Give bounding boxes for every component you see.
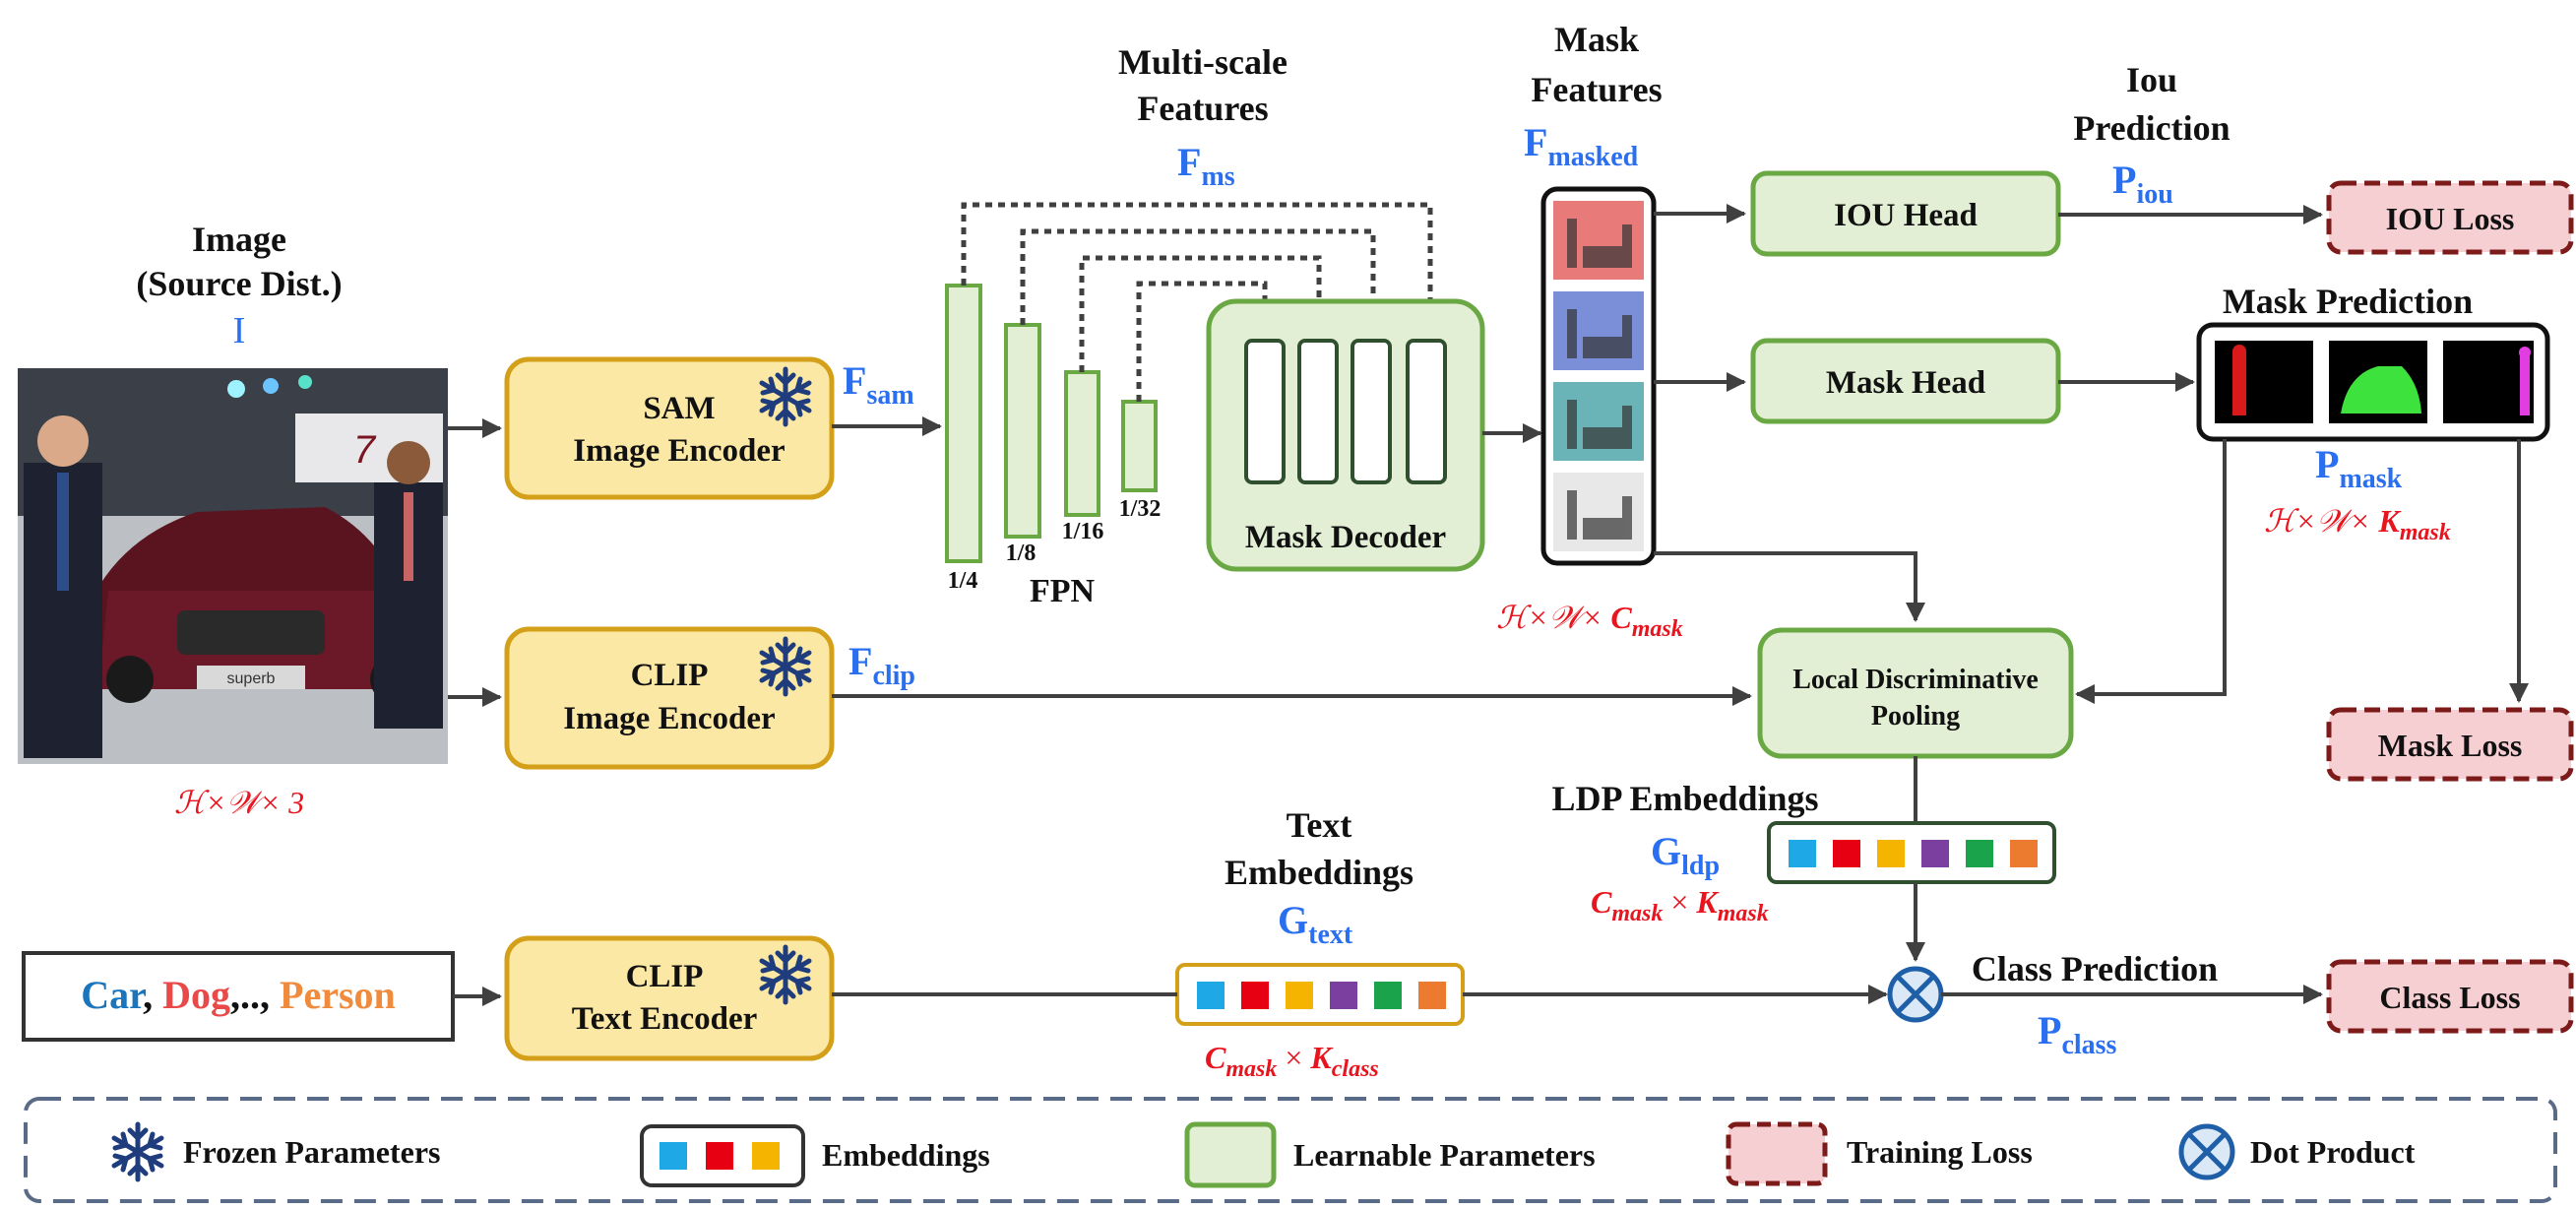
text-embeddings-title-line2: Embeddings	[1225, 853, 1414, 892]
embedding-cell	[1921, 840, 1949, 867]
mask-features-title-line2: Features	[1531, 70, 1662, 109]
mask-head-label: Mask Head	[1826, 365, 1985, 401]
fpn-scale-1-8: 1/8	[1006, 541, 1037, 566]
embedding-cell	[1197, 982, 1225, 1009]
image-title-line1: Image	[192, 220, 286, 259]
mask-prediction-panel	[2196, 322, 2550, 442]
svg-text:7: 7	[353, 428, 377, 472]
clip-image-encoder-line2: Image Encoder	[563, 701, 775, 736]
class-name-dog: Dog	[162, 973, 230, 1017]
legend: Frozen Parameters Embeddings Learnable P…	[24, 1097, 2557, 1203]
class-loss: Class Loss	[2326, 959, 2574, 1034]
mask-decoder-label: Mask Decoder	[1245, 520, 1446, 555]
image-symbol: I	[233, 310, 246, 351]
source-image-photo: 7 superb	[18, 368, 448, 764]
ms-title-line1: Multi-scale	[1118, 42, 1288, 82]
image-title-line2: (Source Dist.)	[136, 264, 342, 303]
p-class-label: Pclass	[2038, 1008, 2117, 1060]
f-sam-label: Fsam	[843, 358, 914, 411]
iou-head-label: IOU Head	[1834, 198, 1978, 233]
fpn-scale-1-16: 1/16	[1062, 519, 1104, 544]
embedding-cell	[1877, 840, 1905, 867]
iou-prediction-title-line2: Prediction	[2073, 108, 2230, 148]
photo-caption: superb	[227, 670, 276, 687]
class-loss-label: Class Loss	[2379, 980, 2520, 1015]
mask-features-title-line1: Mask	[1554, 20, 1639, 59]
ldp-embedding-vector	[1767, 821, 2056, 884]
clip-image-encoder: CLIP Image Encoder	[504, 626, 835, 770]
legend-embeddings-label: Embeddings	[822, 1137, 990, 1173]
embedding-cell	[1241, 982, 1269, 1009]
embedding-cell	[1374, 982, 1402, 1009]
mask-prediction-dims: ℋ×𝒲× Kmask	[2264, 503, 2451, 545]
iou-prediction-title-line1: Iou	[2126, 60, 2177, 99]
clip-text-encoder: CLIP Text Encoder	[504, 935, 835, 1061]
sam-encoder-line1: SAM	[643, 391, 715, 426]
fpn-scale-1-32: 1/32	[1119, 496, 1162, 522]
fpn-block	[945, 284, 1158, 563]
mask-loss-label: Mask Loss	[2378, 728, 2523, 763]
ldp-label-line2: Pooling	[1871, 701, 1960, 732]
class-name-car: Car	[81, 973, 146, 1017]
dot-product-node	[1887, 966, 1944, 1023]
f-masked-label: Fmasked	[1524, 120, 1639, 172]
fpn-scale-1-4: 1/4	[948, 568, 978, 594]
embedding-cell	[1833, 840, 1860, 867]
f-clip-label: Fclip	[848, 639, 915, 691]
legend-learnable-label: Learnable Parameters	[1293, 1137, 1596, 1173]
iou-head: IOU Head	[1750, 170, 2061, 257]
ldp-label-line1: Local Discriminative	[1792, 665, 2039, 695]
embedding-cell	[752, 1142, 780, 1170]
p-mask-label: Pmask	[2315, 442, 2403, 494]
class-prediction-title: Class Prediction	[1972, 949, 2218, 988]
embedding-cell	[660, 1142, 687, 1170]
legend-dot-product-label: Dot Product	[2250, 1134, 2416, 1170]
ms-title-line2: Features	[1137, 89, 1268, 128]
legend-dot-product-icon	[2178, 1123, 2235, 1180]
image-dims: ℋ×𝒲× 3	[174, 785, 304, 820]
iou-loss: IOU Loss	[2326, 180, 2574, 255]
mask-prediction-title: Mask Prediction	[2223, 282, 2473, 321]
embedding-cell	[2010, 840, 2038, 867]
mask-head: Mask Head	[1750, 338, 2061, 424]
legend-learnable-swatch	[1184, 1121, 1277, 1188]
mask-loss: Mask Loss	[2326, 707, 2574, 782]
p-iou-label: Piou	[2112, 158, 2173, 210]
mask-decoder: Mask Decoder	[1206, 298, 1485, 572]
svg-text:Car, Dog,.., Person: Car, Dog,.., Person	[81, 973, 396, 1017]
class-names-input: Car, Dog,.., Person	[22, 951, 455, 1042]
g-ldp-label: Gldp	[1651, 829, 1720, 881]
embedding-cell	[1330, 982, 1357, 1009]
clip-image-encoder-line1: CLIP	[631, 658, 709, 693]
embedding-cell	[1789, 840, 1816, 867]
legend-loss-swatch	[1726, 1121, 1828, 1186]
text-embeddings-dims: Cmask × Kclass	[1205, 1040, 1379, 1082]
text-embedding-vector	[1175, 963, 1465, 1026]
sam-image-encoder: SAM Image Encoder	[504, 356, 835, 500]
class-name-person: Person	[280, 973, 396, 1017]
clip-text-encoder-line2: Text Encoder	[572, 1001, 758, 1037]
mask-features-stack	[1540, 186, 1657, 566]
legend-frozen-label: Frozen Parameters	[183, 1134, 441, 1170]
f-ms-label: Fms	[1177, 140, 1235, 192]
clip-text-encoder-line1: CLIP	[626, 959, 704, 994]
legend-training-loss-label: Training Loss	[1847, 1134, 2033, 1170]
embedding-cell	[1418, 982, 1446, 1009]
embedding-cell	[1286, 982, 1313, 1009]
mask-features-dims: ℋ×𝒲× Cmask	[1496, 600, 1683, 642]
iou-loss-label: IOU Loss	[2386, 201, 2515, 236]
ldp-embeddings-title: LDP Embeddings	[1551, 779, 1818, 818]
sam-encoder-line2: Image Encoder	[573, 433, 785, 469]
text-embeddings-title-line1: Text	[1287, 805, 1352, 845]
local-discriminative-pooling: Local Discriminative Pooling	[1757, 627, 2074, 759]
embedding-cell	[706, 1142, 733, 1170]
embedding-cell	[1966, 840, 1993, 867]
g-text-label: Gtext	[1278, 898, 1353, 950]
ldp-embeddings-dims: Cmask × Kmask	[1591, 884, 1769, 926]
fpn-label: FPN	[1030, 573, 1096, 609]
